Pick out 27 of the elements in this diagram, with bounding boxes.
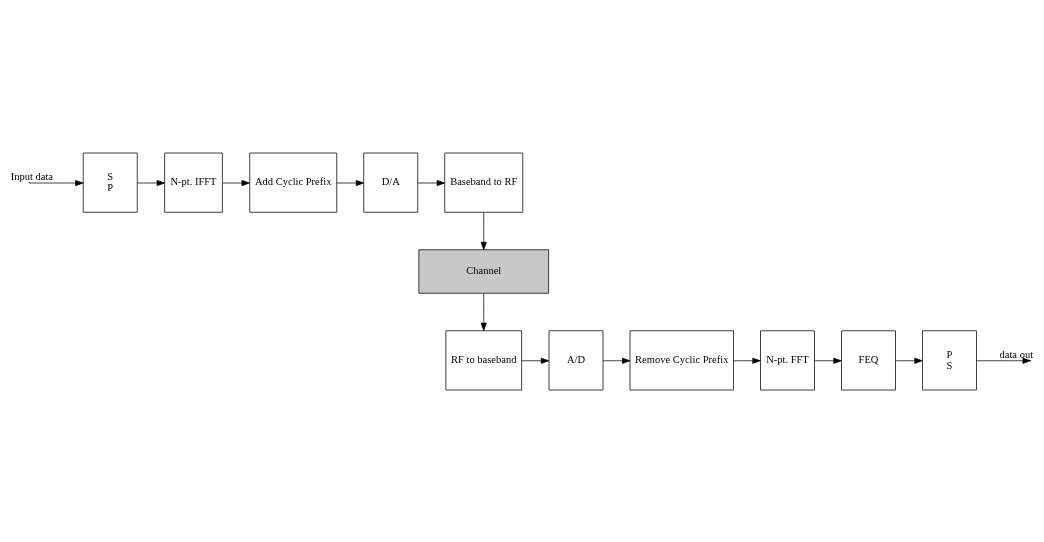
- node-box: N-pt. IFFT: [164, 152, 223, 213]
- arrow: [814, 357, 842, 364]
- node-box: Add Cyclic Prefix: [249, 152, 338, 213]
- node-box: RF to baseband: [445, 329, 522, 390]
- node-box: D/A: [363, 152, 419, 213]
- edge-label: Input data: [10, 170, 53, 182]
- arrow: [521, 357, 550, 364]
- node-box: Remove Cyclic Prefix: [629, 329, 734, 390]
- node-box: FEQ: [841, 329, 896, 390]
- arrow: [602, 357, 631, 364]
- arrow: [222, 179, 250, 186]
- arrow: [976, 357, 1031, 364]
- node-box: A/D: [548, 329, 604, 390]
- arrow: [480, 211, 487, 250]
- arrow: [28, 179, 84, 186]
- arrow: [417, 179, 445, 186]
- arrow: [733, 357, 761, 364]
- node-box: Channel: [418, 248, 549, 294]
- edge-label: data out: [999, 348, 1034, 360]
- arrow: [136, 179, 165, 186]
- node-box: N-pt. FFT: [760, 329, 815, 390]
- arrow: [336, 179, 365, 186]
- node-box: S P: [82, 152, 138, 213]
- arrow: [480, 292, 487, 331]
- node-box: Baseband to RF: [444, 152, 524, 213]
- node-box: P S: [922, 329, 977, 390]
- arrow: [895, 357, 923, 364]
